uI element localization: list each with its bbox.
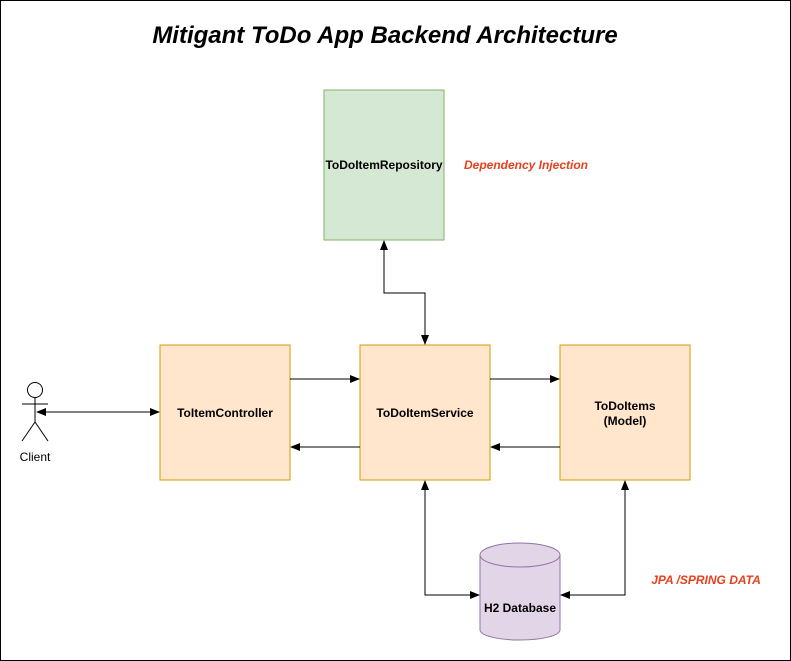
model-box (559, 344, 691, 481)
model-database-connector (560, 480, 629, 599)
controller-box (159, 344, 291, 481)
service-database-connector (421, 480, 480, 599)
repository-box (323, 89, 445, 241)
client-actor-icon (21, 382, 49, 442)
dependency-injection-annotation: Dependency Injection (464, 158, 588, 172)
database-label: H2 Database (484, 601, 556, 615)
database-cylinder (479, 542, 561, 641)
jpa-annotation: JPA /SPRING DATA (651, 573, 761, 587)
client-label: Client (20, 450, 51, 464)
model-sublabel: (Model) (604, 414, 647, 428)
service-label: ToDoItemService (376, 406, 473, 420)
model-label: ToDoItems (594, 399, 655, 413)
service-box (359, 344, 491, 481)
repository-service-connector (380, 240, 429, 345)
repository-label: ToDoItemRepository (325, 158, 442, 172)
controller-label: ToItemController (177, 406, 273, 420)
diagram-title: Mitigant ToDo App Backend Architecture (152, 22, 617, 49)
